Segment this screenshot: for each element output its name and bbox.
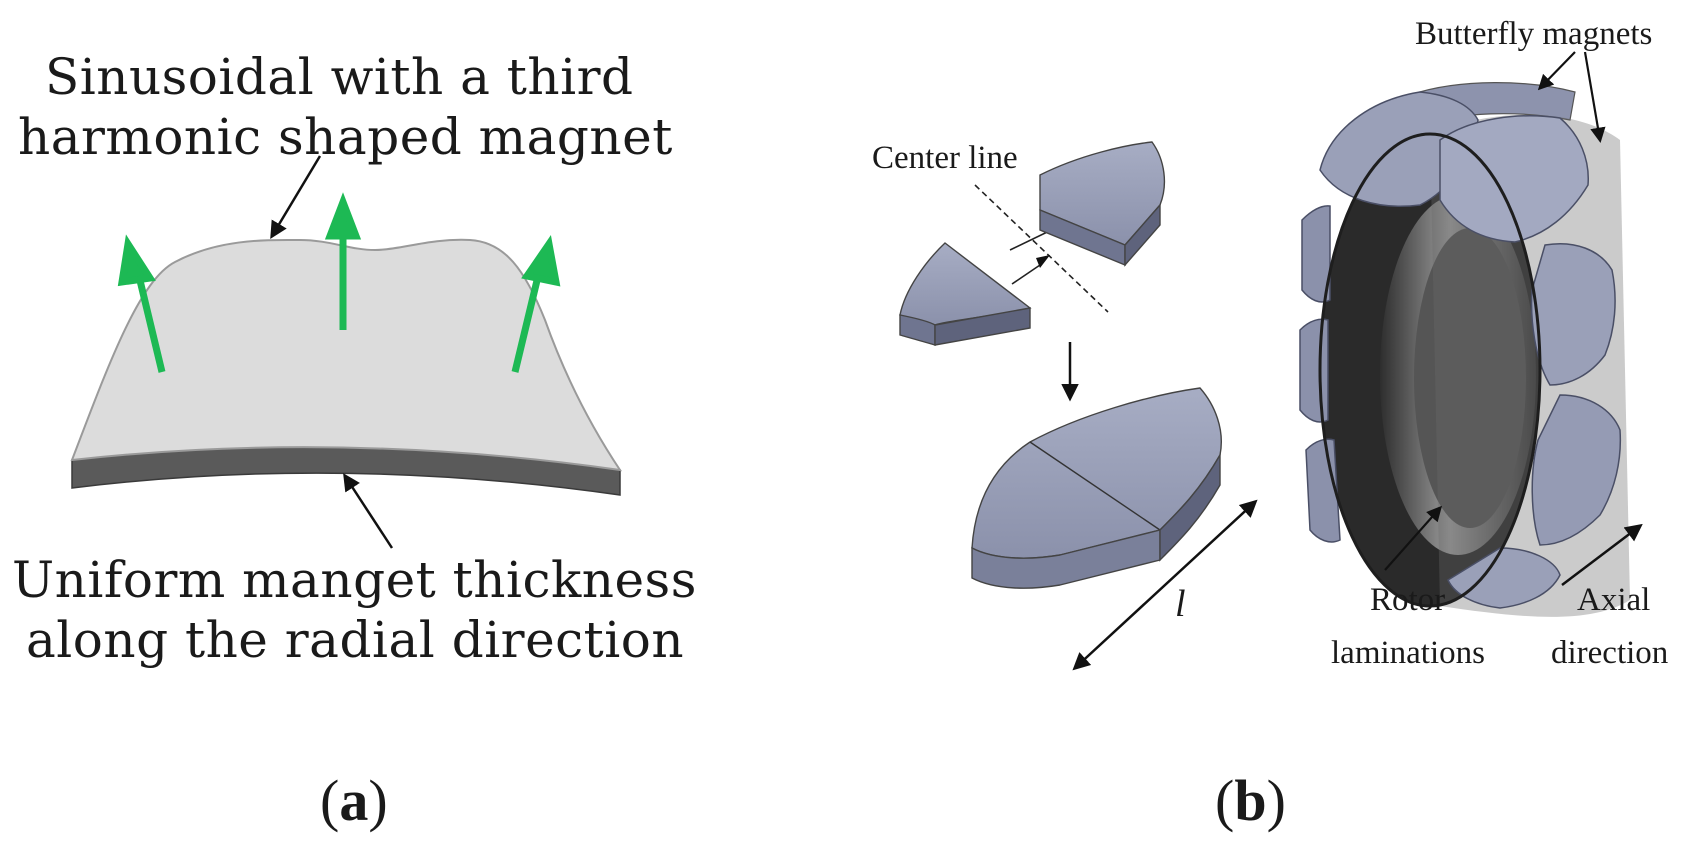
- half-magnet-right: [1039, 141, 1166, 267]
- butterfly-leader-1: [1537, 51, 1576, 91]
- panel-a-top-label-line2: harmonic shaped magnet: [18, 108, 673, 166]
- panel-a-caption: (a): [320, 772, 388, 830]
- center-line-arrowhead: [1036, 255, 1050, 268]
- caption-b-letter: b: [1234, 768, 1267, 833]
- magnet-top-face: [70, 238, 623, 472]
- length-dimension-arrow: [1072, 499, 1258, 671]
- panel-a-bottom-label-line1: Uniform manget thickness: [12, 551, 697, 609]
- rotor-label-line2: laminations: [1331, 635, 1485, 671]
- rotor-magnets: [1299, 91, 1622, 609]
- panel-a-top-label-line1: Sinusoidal with a third: [45, 48, 634, 106]
- axial-label-line1: Axial: [1577, 582, 1651, 618]
- bottom-label-leader-arrow: [343, 473, 394, 549]
- axial-label-line2: direction: [1551, 635, 1669, 671]
- center-line-leader-lower: [1011, 264, 1041, 285]
- center-line-dashed: [974, 184, 1109, 313]
- caption-b-close-paren: ): [1266, 768, 1286, 833]
- rotor-label-line1: Rotor: [1370, 582, 1446, 618]
- caption-a-open-paren: (: [320, 768, 340, 833]
- assembled-butterfly-magnet: [971, 387, 1222, 589]
- magnetization-arrows: [117, 192, 561, 373]
- rotor-leader-arrow: [1384, 505, 1443, 571]
- panel-a-illustration: [70, 155, 623, 549]
- panel-b-illustration: [899, 51, 1643, 671]
- axial-direction-arrow: [1561, 523, 1643, 586]
- caption-a-close-paren: ): [368, 768, 388, 833]
- rotor-assembly: [1299, 82, 1630, 617]
- panel-a-bottom-label-line2: along the radial direction: [26, 611, 685, 669]
- length-symbol-label: l: [1175, 583, 1186, 625]
- center-line-label: Center line: [872, 140, 1018, 176]
- butterfly-magnets-label: Butterfly magnets: [1415, 16, 1653, 52]
- top-label-leader-arrow: [270, 155, 322, 240]
- caption-b-open-paren: (: [1215, 768, 1235, 833]
- panel-b-caption: (b): [1215, 772, 1286, 830]
- butterfly-leader-2: [1583, 51, 1606, 144]
- caption-a-letter: a: [339, 768, 369, 833]
- half-magnet-left: [899, 242, 1032, 346]
